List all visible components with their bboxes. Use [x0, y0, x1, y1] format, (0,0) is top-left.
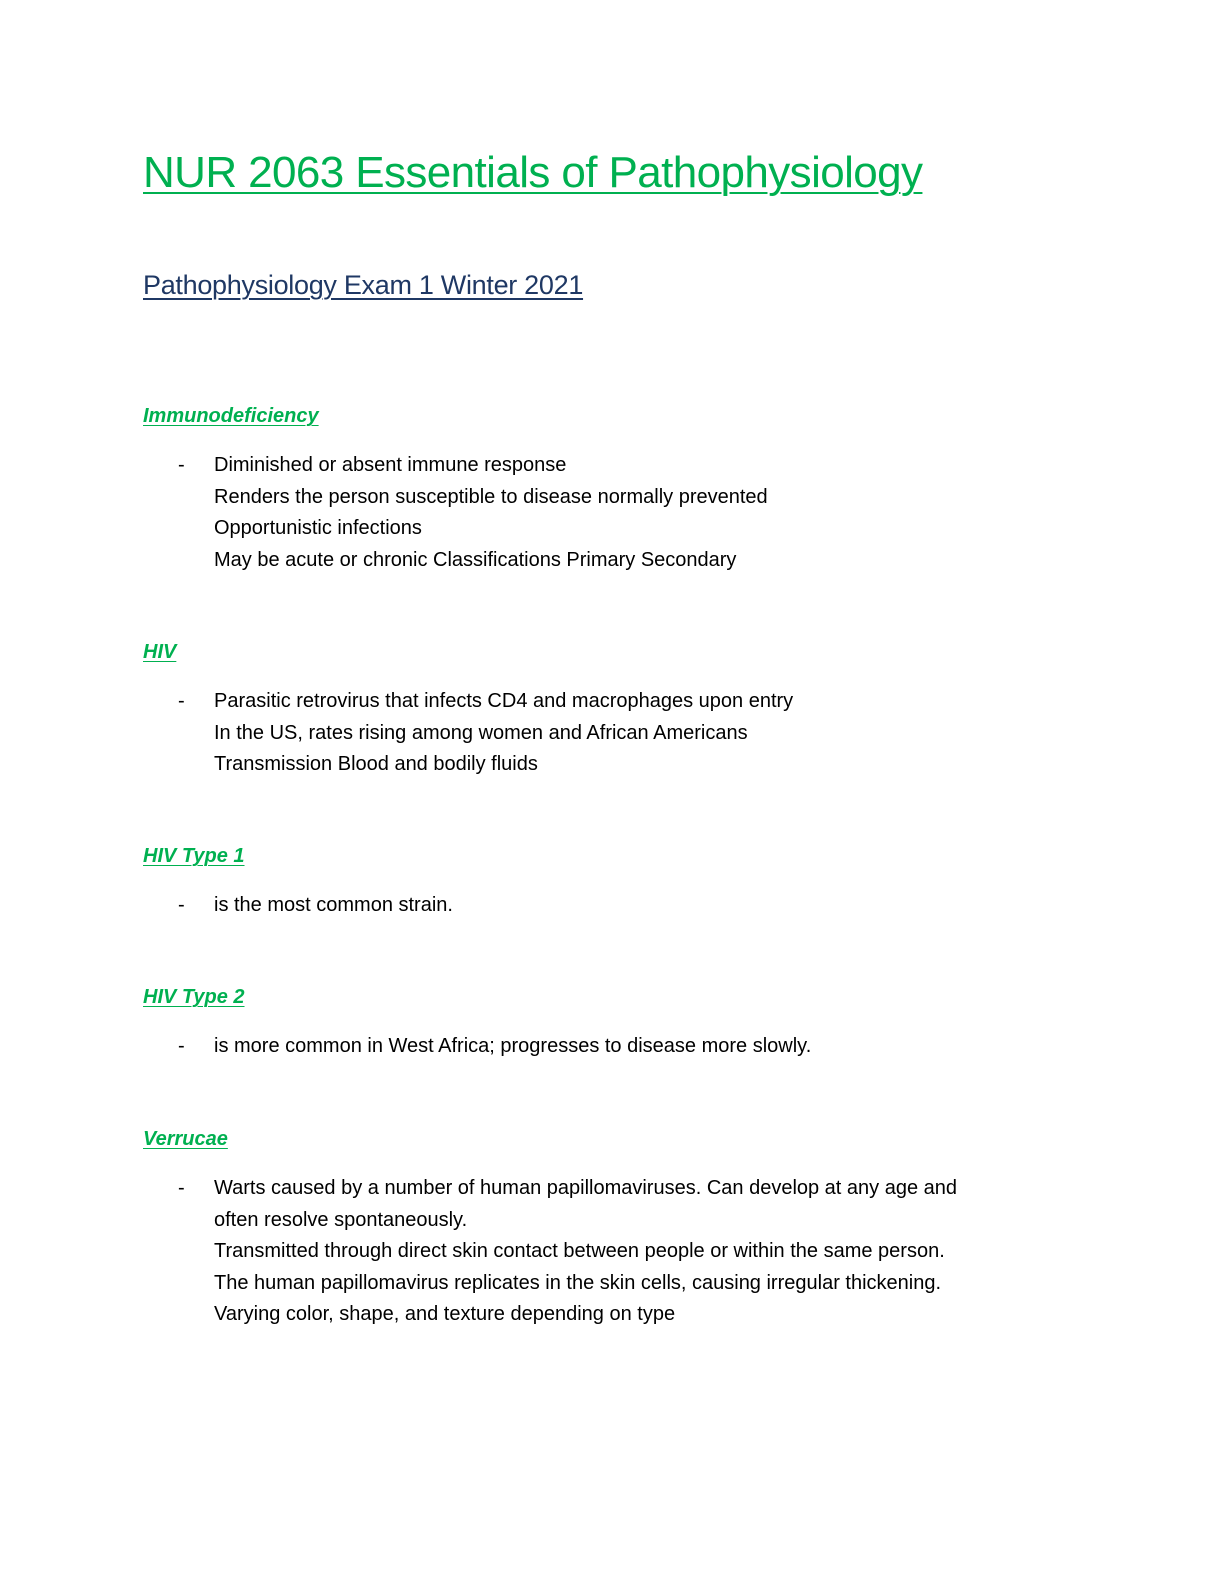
body-line: often resolve spontaneously.	[214, 1208, 468, 1231]
section-heading: HIV Type 1	[143, 845, 245, 867]
bullet-list: - Warts caused by a number of human papi…	[143, 1173, 1083, 1331]
bullet-dash: -	[178, 454, 185, 476]
bullet-dash: -	[178, 1035, 185, 1057]
body-line: Varying color, shape, and texture depend…	[214, 1303, 676, 1325]
bullet-dash: -	[178, 1177, 185, 1199]
section-hiv: HIV - Parasitic retrovirus that infects …	[143, 640, 1083, 781]
bullet-dash: -	[178, 690, 185, 712]
section-hiv-type-2: HIV Type 2 - is more common in West Afri…	[143, 985, 1083, 1063]
body-line: Parasitic retrovirus that infects CD4 an…	[214, 690, 794, 712]
section-hiv-type-1: HIV Type 1 - is the most common strain.	[143, 844, 1083, 922]
body-line: Renders the person susceptible to diseas…	[214, 485, 768, 508]
bullet-list: - is the most common strain.	[143, 890, 1083, 922]
section-immunodeficiency: Immunodeficiency - Diminished or absent …	[143, 404, 1083, 576]
section-heading: HIV Type 2	[143, 986, 245, 1008]
document-title: NUR 2063 Essentials of Pathophysiology	[143, 148, 923, 197]
section-heading: HIV	[143, 641, 177, 663]
body-line: Transmission Blood and bodily fluids	[214, 753, 538, 775]
body-line: Warts caused by a number of human papill…	[214, 1177, 958, 1199]
bullet-list: - is more common in West Africa; progres…	[143, 1031, 1083, 1063]
body-line: The human papillomavirus replicates in t…	[214, 1271, 942, 1294]
bullet-dash: -	[178, 894, 185, 916]
section-heading: Verrucae	[143, 1128, 228, 1150]
document-subtitle: Pathophysiology Exam 1 Winter 2021	[143, 270, 584, 300]
section-heading: Immunodeficiency	[143, 405, 319, 427]
body-line: Opportunistic infections	[214, 517, 422, 539]
bullet-list: - Parasitic retrovirus that infects CD4 …	[143, 686, 1083, 781]
body-line: is more common in West Africa; progresse…	[214, 1035, 812, 1057]
body-line: Diminished or absent immune response	[214, 454, 567, 476]
bullet-list: - Diminished or absent immune response R…	[143, 450, 1083, 576]
body-line: is the most common strain.	[214, 894, 453, 916]
body-line: May be acute or chronic Classifications …	[214, 548, 737, 571]
section-verrucae: Verrucae - Warts caused by a number of h…	[143, 1127, 1083, 1331]
body-line: Transmitted through direct skin contact …	[214, 1240, 945, 1262]
body-line: In the US, rates rising among women and …	[214, 721, 748, 744]
